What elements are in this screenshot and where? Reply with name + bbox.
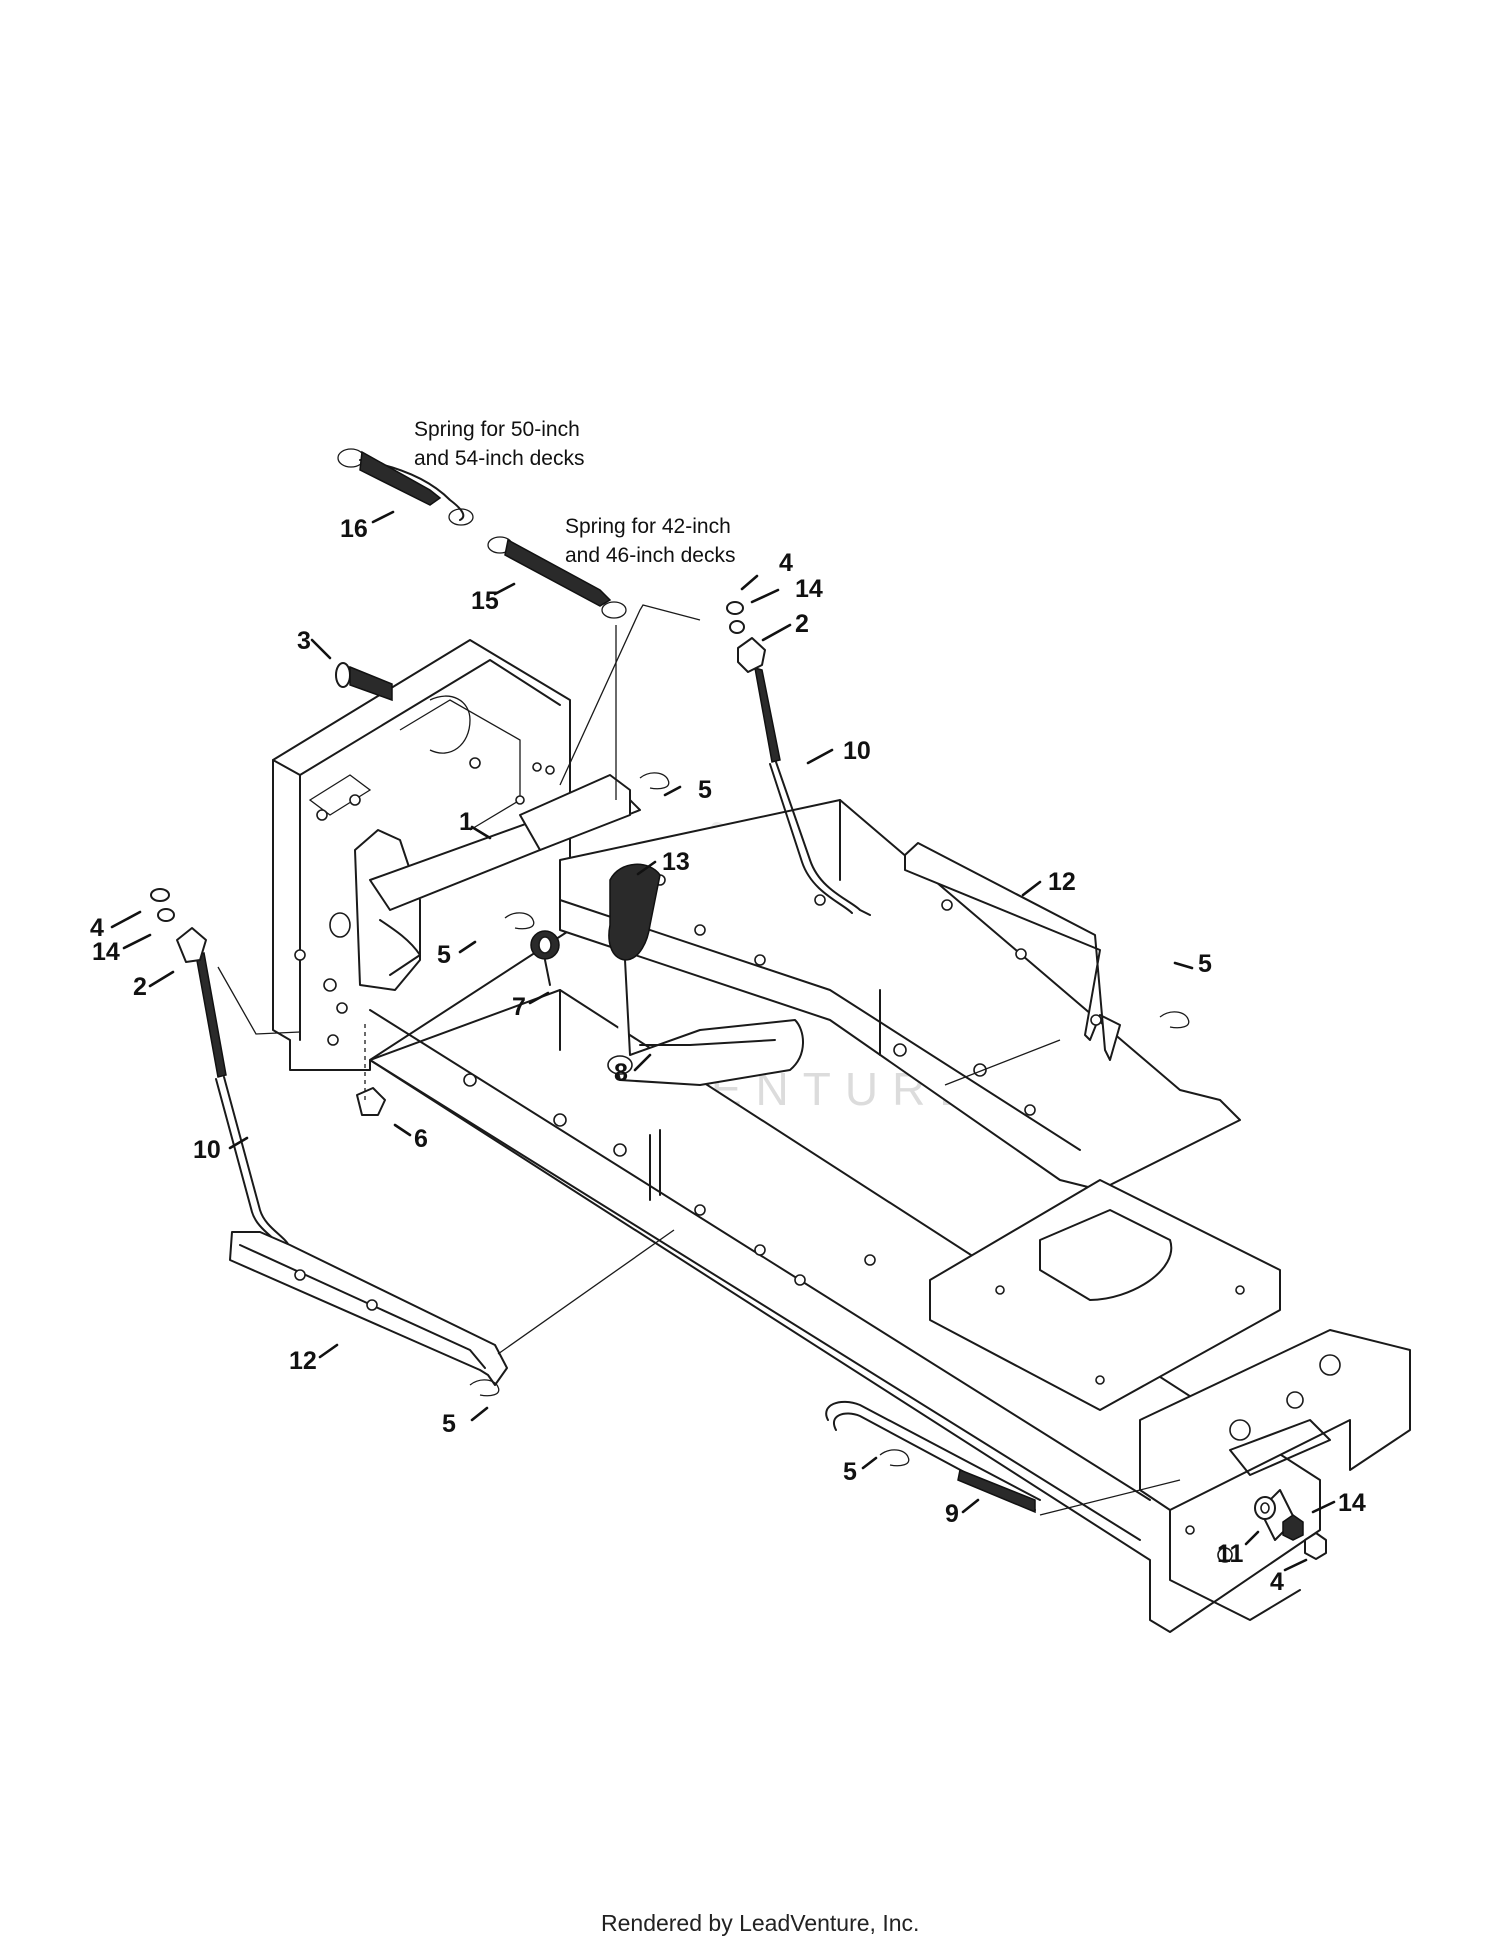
callout-12-right: 12: [1048, 868, 1076, 896]
callout-10-right: 10: [843, 737, 871, 765]
callout-1: 1: [459, 808, 473, 836]
callout-14-left: 14: [92, 938, 120, 966]
callout-5-top: 5: [698, 776, 712, 804]
callout-11: 11: [1217, 1540, 1244, 1568]
callout-14-rear: 14: [1338, 1489, 1366, 1517]
callout-4-left: 4: [90, 914, 104, 942]
callout-2-left: 2: [133, 973, 147, 1001]
leader-lines: [110, 510, 1336, 1572]
callout-5-right: 5: [1198, 950, 1212, 978]
callout-8: 8: [614, 1059, 628, 1087]
lift-handle: [607, 863, 804, 1086]
note-spring-15-line2: and 46-inch decks: [565, 544, 735, 567]
footer-credit: Rendered by LeadVenture, Inc.: [601, 1910, 919, 1936]
callout-12-left: 12: [289, 1347, 317, 1375]
note-spring-15-line1: Spring for 42-inch: [565, 515, 731, 538]
callout-15: 15: [471, 587, 499, 615]
note-spring-16-line1: Spring for 50-inch: [414, 418, 580, 441]
reference-lines: [217, 604, 1181, 1516]
callout-2-top: 2: [795, 610, 809, 638]
lift-bracket-right: [904, 842, 1121, 1061]
callout-10-left: 10: [193, 1136, 221, 1164]
callout-3: 3: [297, 627, 311, 655]
rear-hardware: [1254, 1496, 1327, 1560]
callout-5-lower-left: 5: [442, 1410, 456, 1438]
lift-shaft-assembly: [329, 774, 641, 991]
shoulder-bolt: [335, 662, 393, 702]
torsion-spring: [530, 930, 560, 986]
callout-5-mid: 5: [437, 941, 451, 969]
callout-5-lower: 5: [843, 1458, 857, 1486]
lift-link-right: [726, 601, 871, 916]
hairpin-clips: [469, 772, 1190, 1467]
callout-14-top: 14: [795, 575, 823, 603]
frame-assembly: [272, 639, 1411, 1633]
note-spring-16-line2: and 54-inch decks: [414, 447, 584, 470]
callout-9: 9: [945, 1500, 959, 1528]
trunnion-block: [356, 1087, 386, 1116]
lift-bracket-left: [229, 1231, 508, 1386]
callouts: 16 15 3 4 14 2 10 5 1 13 12 4 14 2 5 7 5…: [90, 515, 1366, 1596]
rear-rod: [825, 1400, 1041, 1514]
callout-16: 16: [340, 515, 368, 543]
callout-13: 13: [662, 848, 690, 876]
spring-15: [487, 536, 627, 619]
callout-4-top: 4: [779, 549, 793, 577]
callout-7: 7: [512, 993, 526, 1021]
spring-16: [337, 448, 474, 526]
callout-4-rear: 4: [1270, 1568, 1284, 1596]
lift-link-left: [150, 888, 291, 1253]
callout-6: 6: [414, 1125, 428, 1153]
